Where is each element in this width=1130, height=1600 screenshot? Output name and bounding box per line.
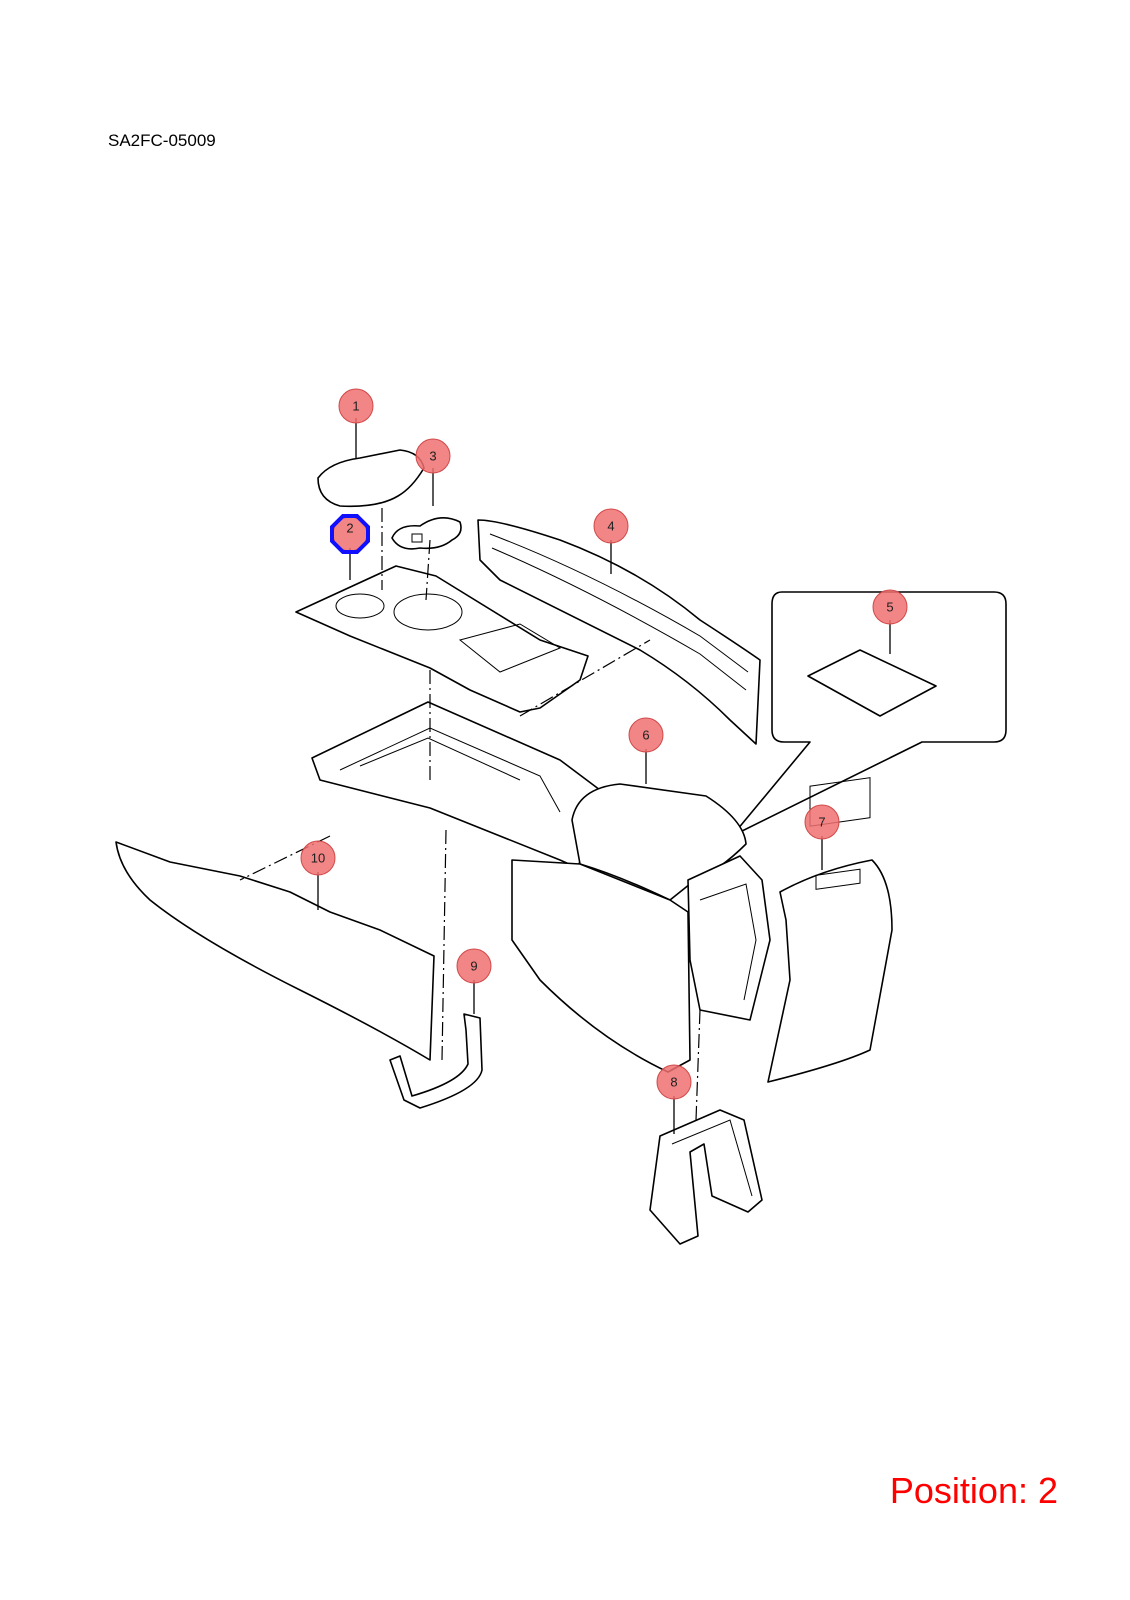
callout-9-label: 9 (470, 959, 477, 974)
part-side-rail (477, 519, 761, 745)
part-rear-vent-panel (767, 859, 893, 1083)
part-upper-trim-panel (295, 565, 589, 713)
part-console-frame (311, 701, 601, 869)
callout-3[interactable]: 3 (415, 438, 451, 474)
callout-4[interactable]: 4 (593, 508, 629, 544)
part-cup-insert (391, 517, 462, 550)
diagram-code: SA2FC-05009 (108, 131, 216, 150)
callout-8-label: 8 (670, 1075, 677, 1090)
callout-4-label: 4 (607, 519, 614, 534)
callout-2-label: 2 (346, 521, 353, 536)
callout-10-label: 10 (311, 851, 325, 866)
callout-1-label: 1 (352, 399, 359, 414)
callout-1[interactable]: 1 (338, 388, 374, 424)
callout-5[interactable]: 5 (872, 589, 908, 625)
part-front-bracket (389, 1013, 483, 1109)
callout-3-label: 3 (429, 449, 436, 464)
callout-9[interactable]: 9 (456, 948, 492, 984)
part-rear-bracket (649, 1109, 763, 1245)
callout-6[interactable]: 6 (628, 717, 664, 753)
part-armrest (571, 783, 747, 901)
part-console-body (511, 859, 691, 1073)
callout-5-label: 5 (886, 600, 893, 615)
part-mat (807, 649, 937, 717)
part-5-detail-box (731, 591, 1007, 837)
callout-7[interactable]: 7 (804, 804, 840, 840)
callout-7-label: 7 (818, 815, 825, 830)
part-lid (317, 449, 425, 508)
insert-slot (411, 533, 423, 543)
selected-callout-highlight (330, 514, 370, 554)
callout-8[interactable]: 8 (656, 1064, 692, 1100)
part-rear-bracket-frame (687, 855, 771, 1021)
callout-6-label: 6 (642, 728, 649, 743)
callout-10[interactable]: 10 (300, 840, 336, 876)
part-side-panel (115, 841, 435, 1061)
position-readout: Position: 2 (889, 1470, 1058, 1511)
